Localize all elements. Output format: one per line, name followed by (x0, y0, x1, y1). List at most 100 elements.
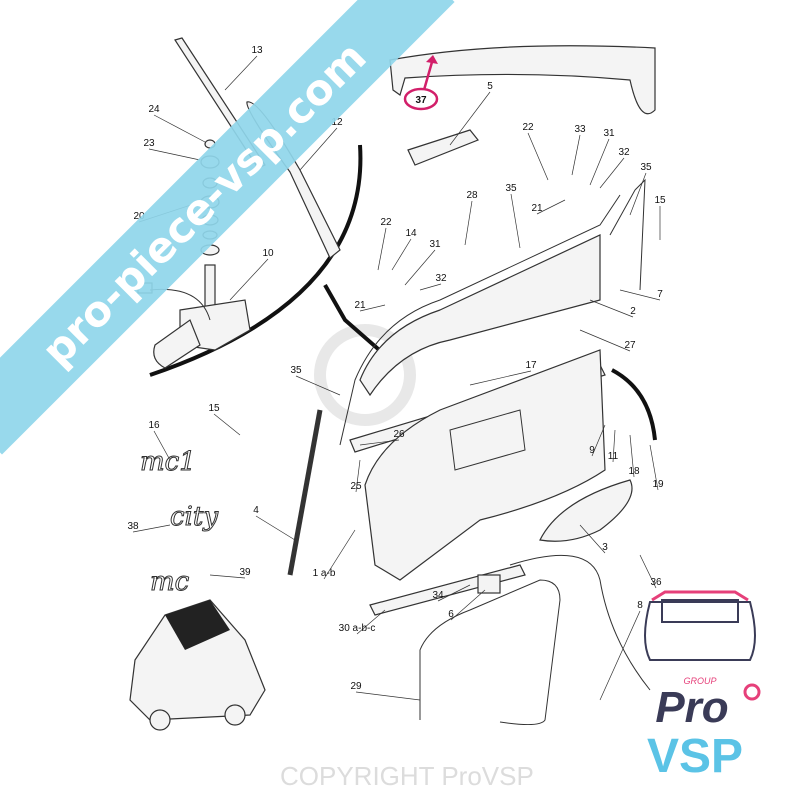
callout-label: 22 (380, 217, 392, 228)
leader-line (599, 157, 625, 189)
callout-label: 35 (505, 183, 517, 194)
callout-label: 39 (239, 567, 251, 578)
leader-line (649, 444, 659, 491)
leader-line (589, 299, 634, 318)
callout-label: 29 (350, 681, 362, 692)
trim-panel-3 (539, 479, 633, 542)
callout-label: 18 (628, 466, 640, 477)
callout-label: 3 (602, 542, 608, 553)
city-decal: city (170, 502, 218, 532)
highlight-callout-37: 37 (403, 55, 439, 111)
callout-label: 24 (148, 104, 160, 115)
leader-line (391, 238, 412, 271)
leader-line (450, 589, 486, 621)
leader-line (612, 429, 616, 463)
leader-line (639, 554, 657, 589)
callout-label: 26 (393, 429, 405, 440)
leader-line (419, 283, 442, 291)
callout-label: 12 (331, 117, 343, 128)
callout-label: 11 (608, 451, 619, 462)
leader-line (571, 134, 581, 176)
callout-label: 19 (652, 479, 664, 490)
tailgate-latch (477, 574, 501, 594)
callout-label: 16 (148, 420, 160, 431)
leader-line (629, 172, 647, 216)
mc1-decal: mc1 (140, 447, 196, 477)
detail-pointer (323, 284, 387, 357)
side-seal (609, 178, 646, 291)
leader-line (437, 584, 471, 602)
leader-line (255, 515, 296, 541)
callout-label: 38 (127, 521, 139, 532)
callout-label: 35 (290, 365, 302, 376)
leader-line (213, 413, 241, 436)
tailgate-inner-panel (364, 349, 606, 581)
leader-line (510, 193, 521, 249)
leader-line (527, 132, 549, 181)
svg-text:Pro: Pro (655, 683, 728, 732)
leader-line (355, 691, 421, 701)
leader-line (464, 200, 473, 246)
callout-label: 31 (603, 128, 615, 139)
gas-strut (287, 409, 323, 576)
leader-line (589, 138, 610, 186)
callout-label: 13 (251, 45, 263, 56)
leader-line (323, 529, 356, 580)
callout-label: 32 (435, 273, 447, 284)
tailgate-window (359, 234, 601, 397)
svg-text:VSP: VSP (647, 730, 743, 783)
callout-label: 21 (354, 300, 366, 311)
callout-label: 28 (466, 190, 478, 201)
callout-label: 25 (350, 481, 362, 492)
detail-separator-curve-right (611, 368, 657, 441)
callout-label: 9 (589, 445, 595, 456)
leader-line (536, 199, 566, 215)
rear-spoiler (389, 45, 656, 115)
leader-line (469, 370, 532, 386)
callout-label: 30 a-b-c (339, 623, 376, 634)
leader-line (356, 609, 386, 635)
leader-line (579, 524, 606, 554)
svg-text:GROUP: GROUP (683, 676, 716, 686)
leader-line (153, 114, 206, 143)
callout-label: 14 (405, 228, 417, 239)
leader-line (629, 434, 635, 478)
leader-line (404, 249, 436, 286)
leader-line (153, 430, 171, 461)
copyright-watermark-icon (314, 324, 416, 426)
callout-label: 23 (143, 138, 155, 149)
callout-label: 31 (429, 239, 441, 250)
callout-label: 5 (487, 81, 493, 92)
svg-text:37: 37 (415, 95, 427, 106)
callout-label: 32 (618, 147, 630, 158)
callout-label: 33 (574, 124, 586, 135)
callout-label: 35 (640, 162, 652, 173)
car-thumbnail (129, 599, 266, 731)
callout-label: 7 (657, 289, 663, 300)
leader-line (299, 127, 338, 171)
leader-line (619, 289, 661, 301)
tailgate-seal-35 (339, 194, 621, 446)
callout-label: 22 (522, 122, 534, 133)
callout-label: 36 (650, 577, 662, 588)
callout-label: 8 (637, 600, 643, 611)
callout-label: 17 (525, 360, 537, 371)
callout-label: 1 a-b (313, 568, 336, 579)
leader-line (229, 258, 269, 301)
leader-line (148, 148, 201, 161)
callout-label: 2 (630, 306, 636, 317)
leader-line (224, 55, 258, 91)
provsp-logo: GROUP Pro VSP (644, 590, 761, 783)
leader-line (209, 574, 246, 579)
callout-label: 27 (624, 340, 636, 351)
leader-line (355, 459, 361, 493)
leader-line (359, 439, 400, 446)
copyright-watermark: COPYRIGHT ProVSP (280, 761, 534, 791)
door-seal (419, 579, 561, 726)
leader-line (132, 524, 171, 533)
mc-decal: mc (150, 567, 190, 597)
callout-label: 4 (253, 505, 259, 516)
handle-recess (449, 409, 526, 471)
